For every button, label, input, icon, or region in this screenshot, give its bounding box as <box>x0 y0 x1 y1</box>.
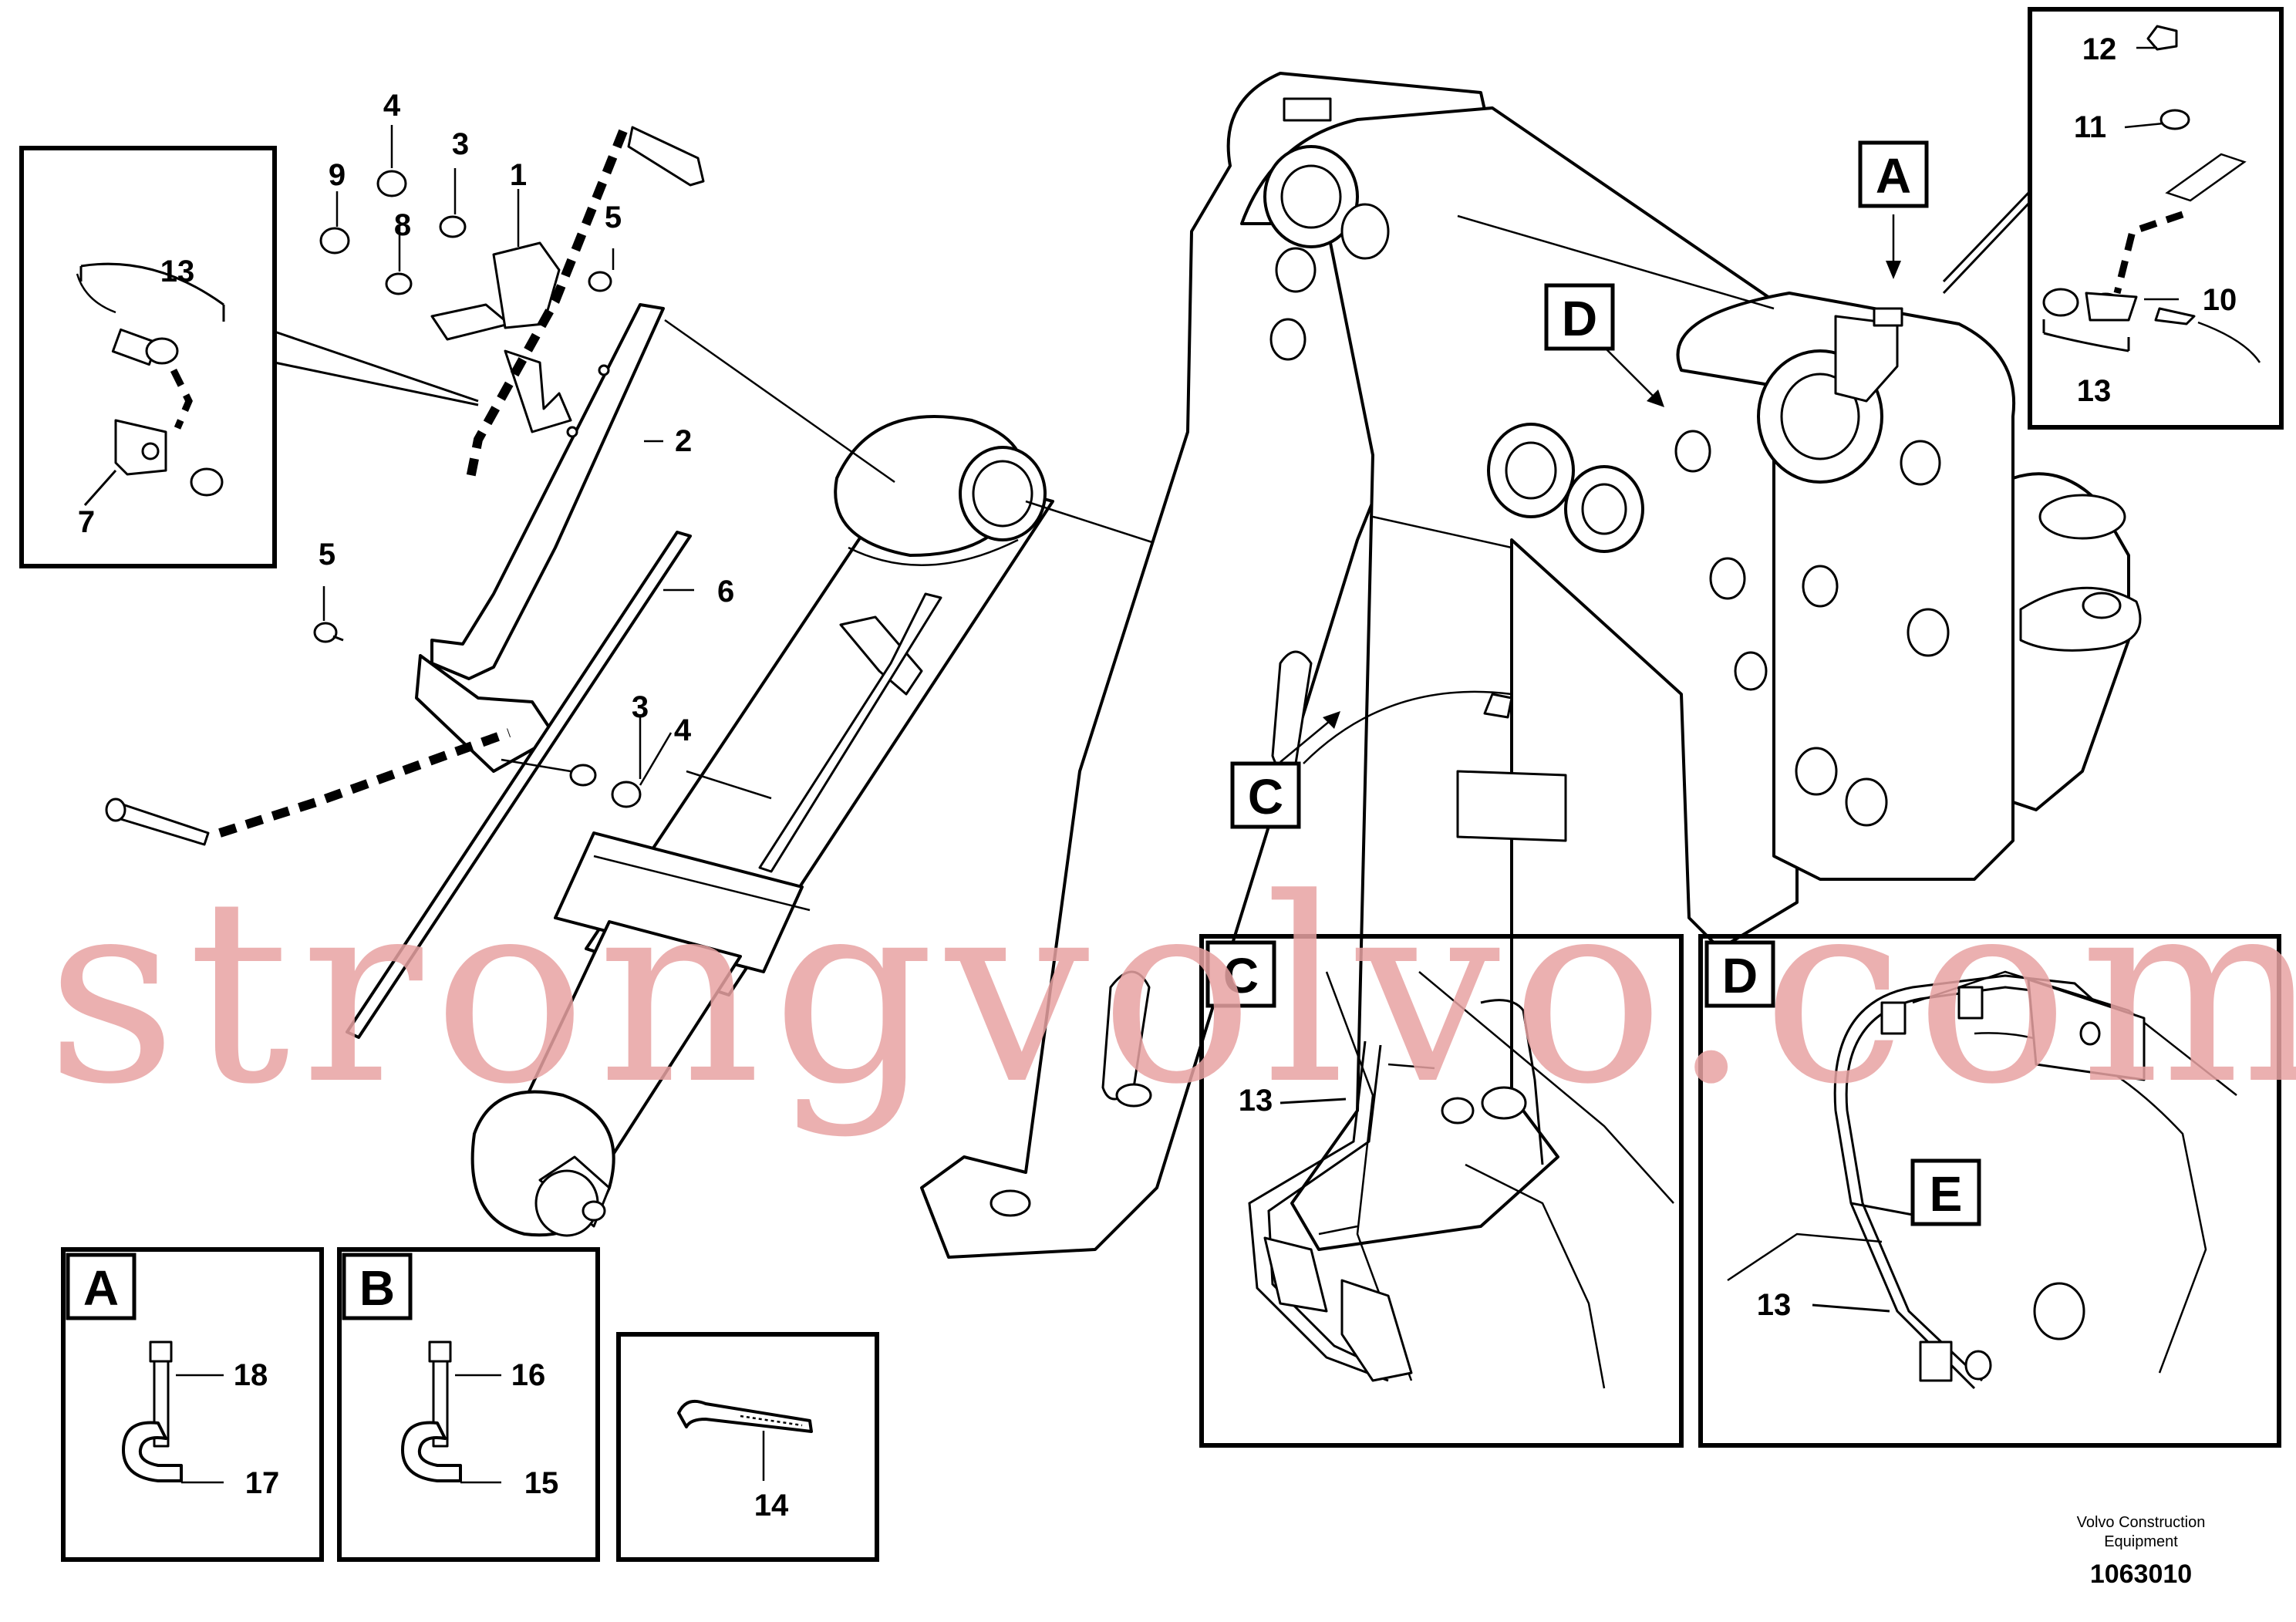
callout-18: 18 <box>234 1358 268 1392</box>
callout-17: 17 <box>245 1466 280 1500</box>
callout-4-bottom: 4 <box>674 713 692 747</box>
callout-13-detail-d: 13 <box>1757 1288 1792 1322</box>
callout-8: 8 <box>394 208 411 242</box>
callout-2: 2 <box>675 424 692 458</box>
detail-box-a <box>61 1247 324 1562</box>
view-label-b-box: B <box>342 1253 413 1320</box>
view-arrows <box>1279 214 1901 763</box>
callout-14: 14 <box>754 1489 789 1523</box>
bolt <box>313 271 612 643</box>
detail-box-cable-tie <box>616 1332 879 1562</box>
callout-7: 7 <box>78 505 95 539</box>
leader-lines <box>322 46 2179 786</box>
callout-5-top: 5 <box>605 201 622 234</box>
detail-box-b <box>337 1247 600 1562</box>
view-label-c-main: C <box>1230 761 1301 829</box>
callout-15: 15 <box>524 1466 559 1500</box>
clip-hardware <box>319 126 705 480</box>
front-frame <box>920 72 2142 1259</box>
nut <box>611 781 642 808</box>
detail-view-c <box>1199 934 1684 1448</box>
callout-13-detail-c: 13 <box>1239 1084 1273 1118</box>
callout-4-top: 4 <box>383 89 401 123</box>
view-label-e-detail: E <box>1910 1158 1981 1226</box>
svg-text:A: A <box>1876 148 1911 204</box>
callout-13-left: 13 <box>160 255 195 288</box>
support-rod <box>346 531 692 1039</box>
detail-box-clip-sensor <box>19 146 479 568</box>
credit-line-2: Equipment <box>2104 1533 2178 1550</box>
callout-16: 16 <box>511 1358 546 1392</box>
svg-text:D: D <box>1722 948 1758 1003</box>
callout-6: 6 <box>717 575 734 609</box>
callout-11: 11 <box>2074 110 2106 144</box>
detail-view-d <box>1698 934 2281 1448</box>
view-label-a-box: A <box>66 1253 137 1320</box>
washer <box>569 764 597 787</box>
callout-5-bottom: 5 <box>319 538 335 572</box>
callout-3-bottom: 3 <box>632 690 649 724</box>
view-label-a-main: A <box>1858 140 1929 208</box>
svg-text:A: A <box>83 1260 119 1316</box>
svg-text:D: D <box>1562 291 1597 346</box>
callout-12: 12 <box>2082 32 2117 66</box>
callout-13-top-right: 13 <box>2077 374 2112 408</box>
view-label-d-detail: D <box>1704 940 1775 1008</box>
svg-text:C: C <box>1223 948 1259 1003</box>
view-label-d-main: D <box>1544 283 1615 351</box>
callout-3-top: 3 <box>452 127 469 161</box>
callout-10: 10 <box>2203 283 2237 317</box>
document-number: 1063010 <box>2090 1560 2192 1589</box>
watermark-text: strongvolvo.com <box>46 844 2296 1140</box>
credit-line-1: Volvo Construction <box>2077 1514 2206 1531</box>
svg-text:C: C <box>1248 769 1283 824</box>
lift-cylinder <box>470 415 1054 1237</box>
bolt-left <box>114 801 210 846</box>
detail-box-sensor-mount <box>1942 7 2284 430</box>
callout-1: 1 <box>510 158 527 192</box>
callout-9: 9 <box>329 158 346 192</box>
view-label-c-detail: C <box>1205 940 1276 1008</box>
svg-text:B: B <box>359 1260 395 1316</box>
sensor-cable <box>218 728 511 838</box>
svg-text:E: E <box>1930 1166 1963 1222</box>
sensor-bracket <box>415 303 665 773</box>
